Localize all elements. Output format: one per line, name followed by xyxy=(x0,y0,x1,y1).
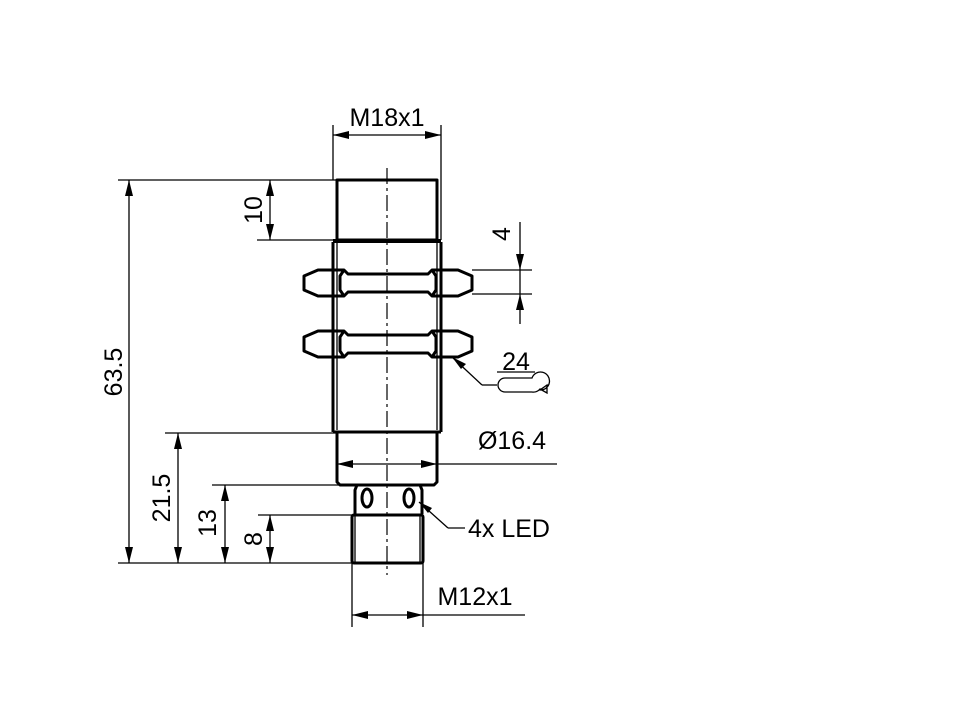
led-indicator-left xyxy=(360,487,374,509)
hex-nut-lower xyxy=(302,329,474,359)
label-overall-length: 63.5 xyxy=(100,348,128,397)
dim-thread-bottom: M12x1 xyxy=(351,563,525,627)
dim-housing-diameter: Ø16.4 xyxy=(337,427,557,468)
dim-rear-length: 21.5 xyxy=(148,432,337,563)
label-housing-diameter: Ø16.4 xyxy=(478,427,546,455)
label-led-callout: 4x LED xyxy=(468,515,550,543)
label-front-cap: 10 xyxy=(240,196,268,224)
dim-overall-length: 63.5 xyxy=(100,179,352,564)
label-nut-thickness: 4 xyxy=(488,227,516,241)
led-indicator-right xyxy=(402,487,416,509)
sensor-body xyxy=(302,178,474,565)
callout-led: 4x LED xyxy=(418,501,550,543)
dim-led-section: 13 xyxy=(194,484,355,563)
hex-nut-upper xyxy=(302,268,474,298)
wrench-icon xyxy=(497,371,551,395)
label-rear-length: 21.5 xyxy=(148,474,176,523)
led-ring xyxy=(353,484,424,514)
dim-connector-length: 8 xyxy=(240,514,352,563)
label-thread-bottom: M12x1 xyxy=(437,583,512,611)
label-thread-top: M18x1 xyxy=(349,104,424,132)
dim-thread-top: M18x1 xyxy=(332,104,442,240)
dim-wrench-size: 24 xyxy=(451,348,551,395)
dim-front-cap: 10 xyxy=(240,180,337,241)
label-connector-length: 8 xyxy=(240,532,268,546)
label-wrench-size: 24 xyxy=(502,348,530,376)
label-led-section: 13 xyxy=(194,509,222,537)
dim-nut-thickness: 4 xyxy=(472,222,532,324)
